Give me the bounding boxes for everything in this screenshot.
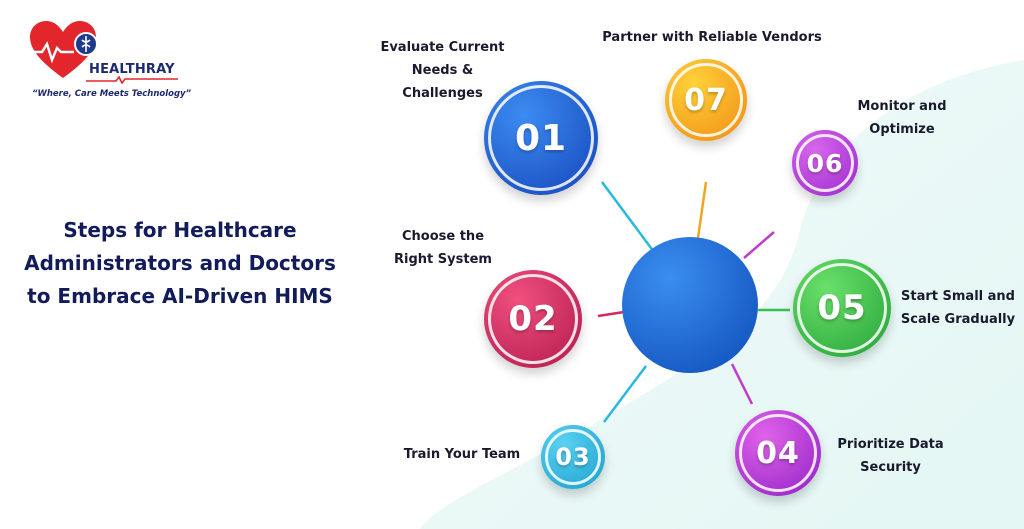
center-hub: [622, 237, 758, 373]
step-02-label: Choose the Right System: [378, 225, 508, 271]
label-line: Monitor and: [857, 99, 947, 114]
label-line: Scale Gradually: [900, 312, 1016, 327]
step-06-label: Monitor and Optimize: [842, 95, 962, 141]
connector-02: [597, 310, 625, 318]
connector-04: [730, 363, 754, 405]
label-line: Security: [860, 460, 921, 475]
step-07-label: Partner with Reliable Vendors: [592, 26, 832, 49]
step-number: 07: [684, 82, 728, 118]
step-number: 04: [756, 435, 800, 471]
step-06-circle: 06: [792, 130, 858, 196]
step-number: 03: [555, 443, 591, 471]
label-line: Challenges: [402, 86, 483, 101]
step-01-circle: 01: [484, 81, 598, 195]
label-line: Prioritize Data: [837, 437, 944, 452]
logo-tagline: “Where, Care Meets Technology”: [32, 89, 192, 99]
connector-03: [603, 365, 647, 423]
label-line: Choose the: [401, 229, 485, 244]
connector-07: [696, 181, 708, 239]
title-line: Steps for Healthcare: [63, 218, 297, 242]
connector-06: [743, 231, 775, 259]
label-line: Evaluate Current: [380, 40, 505, 55]
page-title: Steps for Healthcare Administrators and …: [5, 214, 355, 313]
step-number: 01: [514, 117, 568, 159]
label-line: Needs &: [411, 63, 474, 78]
ecg-line-icon: [86, 76, 178, 84]
step-number: 05: [817, 288, 867, 328]
heart-logo-icon: [28, 21, 98, 78]
step-03-circle: 03: [541, 425, 605, 489]
label-line: Optimize: [869, 122, 935, 137]
step-02-circle: 02: [484, 270, 582, 368]
title-line: to Embrace AI-Driven HIMS: [27, 284, 333, 308]
step-number: 06: [806, 148, 844, 178]
label-line: Partner with Reliable Vendors: [602, 30, 822, 45]
step-04-circle: 04: [735, 410, 821, 496]
step-07-circle: 07: [665, 59, 747, 141]
step-05-label: Start Small and Scale Gradually: [894, 285, 1022, 331]
step-04-label: Prioritize Data Security: [828, 433, 953, 479]
label-line: Start Small and: [901, 289, 1015, 304]
step-01-label: Evaluate Current Needs & Challenges: [370, 36, 515, 105]
title-line: Administrators and Doctors: [24, 251, 336, 275]
step-03-label: Train Your Team: [392, 443, 532, 466]
label-line: Right System: [394, 252, 492, 267]
step-05-circle: 05: [793, 259, 891, 357]
connector-01: [600, 181, 656, 253]
logo-brand-name: HEALTHRAY: [89, 62, 175, 77]
step-number: 02: [508, 299, 558, 339]
healthray-logo: HEALTHRAY “Where, Care Meets Technology”: [28, 20, 191, 105]
label-line: Train Your Team: [403, 447, 521, 462]
